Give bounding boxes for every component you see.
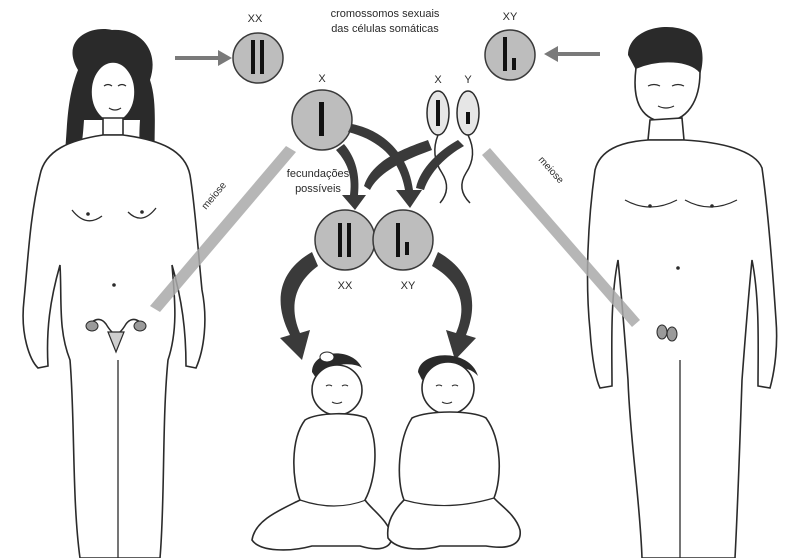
male-somatic-label: XY (503, 11, 518, 23)
baby-boy-icon (388, 355, 521, 549)
egg-cell (292, 90, 352, 150)
arrow-to-female-cell (175, 50, 232, 66)
zygote-xy-label: XY (401, 280, 416, 292)
male-somatic-cell (485, 30, 535, 80)
fertilization-label-line2: possíveis (295, 183, 341, 195)
arrow-to-girl (280, 252, 318, 360)
zygote-xx-label: XX (338, 280, 353, 292)
baby-girl-icon (252, 352, 392, 550)
arrow-to-male-cell (544, 46, 600, 62)
egg-label: X (318, 73, 326, 85)
somatic-title-line1: cromossomos sexuais (331, 8, 440, 20)
fertilization-label-line1: fecundações (287, 168, 350, 180)
somatic-title-line2: das células somáticas (331, 23, 439, 35)
zygote-xx (315, 210, 375, 270)
arrow-to-boy (432, 252, 476, 360)
woman-figure-icon (23, 29, 205, 558)
sperm-x-label: X (434, 74, 442, 86)
meiosis-label-right: meiose (536, 155, 566, 187)
sperm-y-label: Y (464, 74, 472, 86)
meiosis-label-left: meiose (200, 180, 229, 212)
female-somatic-label: XX (248, 13, 263, 25)
zygote-xy (373, 210, 433, 270)
female-somatic-cell (233, 33, 283, 83)
